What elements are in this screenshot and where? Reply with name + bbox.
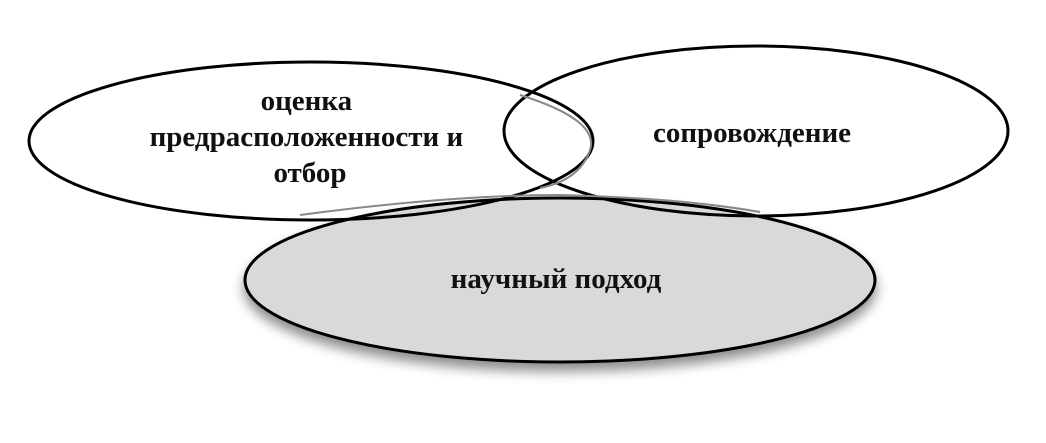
ellipse-scientific-approach [243, 196, 877, 364]
label-assessment-line-2: предрасположенности и [150, 121, 464, 153]
label-scientific-approach: научный подход [451, 263, 662, 295]
overlap-arc-left-right [519, 94, 593, 189]
label-assessment-line-1: оценка [261, 85, 353, 117]
ellipse-support [502, 44, 1010, 218]
label-support: сопровождение [653, 117, 851, 149]
ellipse-assessment-selection [27, 60, 595, 222]
label-assessment: оценка предрасположенности и отбор [150, 85, 471, 189]
overlap-arc-bottom [299, 193, 761, 216]
label-assessment-line-3: отбор [273, 157, 346, 189]
